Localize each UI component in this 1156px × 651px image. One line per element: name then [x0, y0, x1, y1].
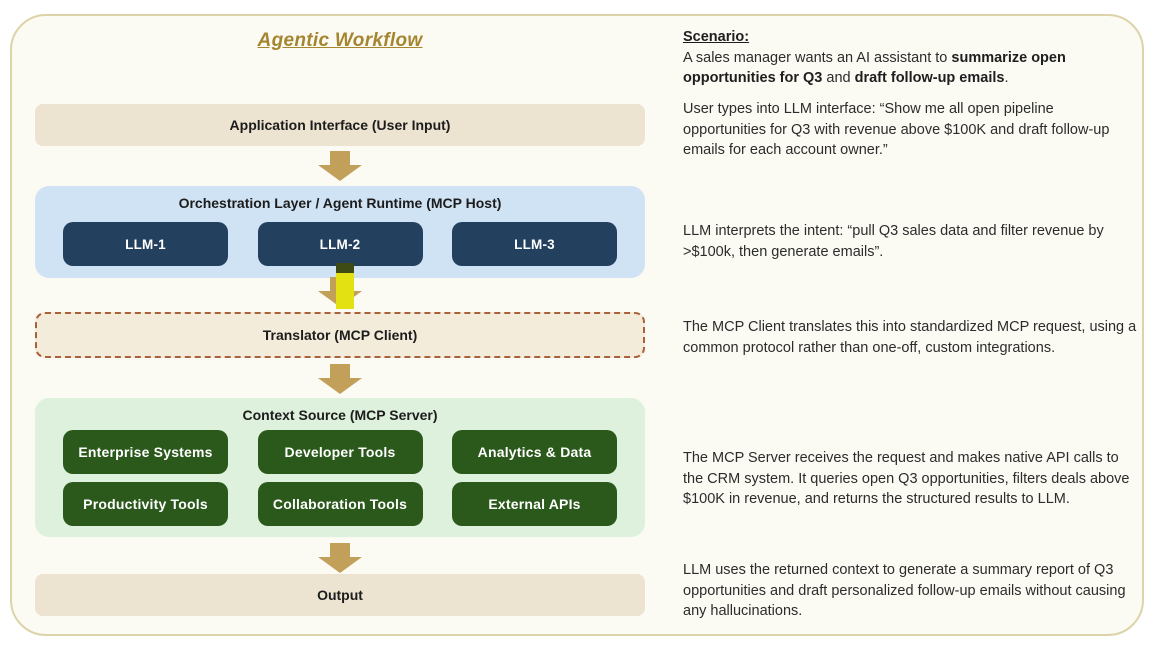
- down-arrow-shaft: [330, 543, 350, 557]
- arrow-highlight: [336, 263, 354, 309]
- down-arrow-head: [318, 557, 362, 573]
- orchestration-layer-label: Orchestration Layer / Agent Runtime (MCP…: [178, 195, 502, 211]
- down-arrow-shaft: [330, 364, 350, 378]
- note-user-input: User types into LLM interface: “Show me …: [683, 101, 1110, 158]
- output-label: Output: [317, 587, 363, 603]
- translator-box: Translator (MCP Client): [35, 312, 645, 358]
- application-interface-box: Application Interface (User Input): [35, 104, 645, 146]
- note-mcp-client: The MCP Client translates this into stan…: [683, 319, 1137, 356]
- context-tools-row-2: Productivity Tools Collaboration Tools E…: [63, 482, 617, 526]
- note-scenario: Scenario: A sales manager wants an AI as…: [683, 27, 1139, 89]
- productivity-tools-box: Productivity Tools: [63, 482, 228, 526]
- scenario-text: A sales manager wants an AI assistant to…: [683, 49, 1066, 87]
- note-llm-interprets: LLM interprets the intent: “pull Q3 sale…: [683, 223, 1104, 260]
- orchestration-layer-box: Orchestration Layer / Agent Runtime (MCP…: [35, 186, 645, 278]
- llm-row: LLM-1 LLM-2 LLM-3: [63, 222, 617, 266]
- context-source-label: Context Source (MCP Server): [242, 407, 438, 423]
- llm-2-box: LLM-2: [257, 222, 423, 266]
- down-arrow-icon: [318, 543, 362, 573]
- llm-1-box: LLM-1: [63, 222, 228, 266]
- scenario-heading: Scenario:: [683, 29, 750, 45]
- analytics-data-label: Analytics & Data: [477, 444, 592, 460]
- productivity-tools-label: Productivity Tools: [83, 496, 208, 512]
- output-box: Output: [35, 574, 645, 616]
- external-apis-box: External APIs: [452, 482, 617, 526]
- llm-2-label: LLM-2: [319, 236, 361, 252]
- arrow-highlight-overlap: [336, 263, 354, 273]
- note-llm-output: LLM uses the returned context to generat…: [683, 562, 1126, 619]
- down-arrow-head: [318, 165, 362, 181]
- llm-3-label: LLM-3: [514, 236, 555, 252]
- context-tools-row-1: Enterprise Systems Developer Tools Analy…: [63, 430, 617, 474]
- context-source-box: Context Source (MCP Server) Enterprise S…: [35, 398, 645, 537]
- external-apis-label: External APIs: [488, 496, 581, 512]
- note-mcp-server: The MCP Server receives the request and …: [683, 450, 1130, 507]
- collaboration-tools-label: Collaboration Tools: [272, 496, 408, 512]
- llm-1-label: LLM-1: [125, 236, 166, 252]
- down-arrow-icon: [318, 151, 362, 181]
- developer-tools-box: Developer Tools: [257, 430, 423, 474]
- analytics-data-box: Analytics & Data: [452, 430, 617, 474]
- llm-3-box: LLM-3: [452, 222, 617, 266]
- down-arrow-head: [318, 378, 362, 394]
- enterprise-systems-label: Enterprise Systems: [78, 444, 213, 460]
- down-arrow-icon: [318, 364, 362, 394]
- collaboration-tools-box: Collaboration Tools: [257, 482, 423, 526]
- down-arrow-shaft: [330, 151, 350, 165]
- translator-label: Translator (MCP Client): [262, 327, 418, 343]
- application-interface-label: Application Interface (User Input): [229, 117, 451, 133]
- arrow-highlight-yellow: [336, 273, 354, 309]
- developer-tools-label: Developer Tools: [284, 444, 396, 460]
- page-title: Agentic Workflow: [257, 30, 423, 51]
- enterprise-systems-box: Enterprise Systems: [63, 430, 228, 474]
